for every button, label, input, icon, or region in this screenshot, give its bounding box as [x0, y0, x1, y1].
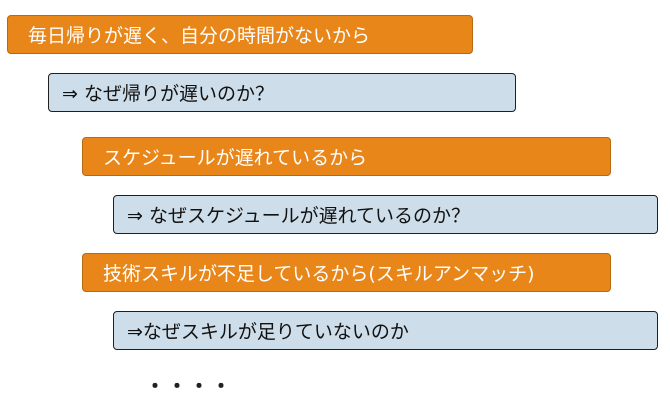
question-box-2: ⇒ なぜスケジュールが遅れているのか？	[113, 195, 658, 234]
reason-box-1: 毎日帰りが遅く、自分の時間がないから	[7, 15, 473, 54]
question-text-1: ⇒ なぜ帰りが遅いのか？	[62, 83, 274, 105]
question-box-3: ⇒なぜスキルが足りていないのか	[113, 311, 658, 350]
reason-text-3: 技術スキルが不足しているから(スキルアンマッチ)	[103, 263, 535, 285]
question-box-1: ⇒ なぜ帰りが遅いのか？	[48, 73, 516, 112]
reason-text-1: 毎日帰りが遅く、自分の時間がないから	[28, 25, 371, 47]
continuation-ellipsis: ・・・・	[145, 374, 233, 398]
question-text-3: ⇒なぜスキルが足りていないのか	[127, 321, 409, 343]
reason-box-3: 技術スキルが不足しているから(スキルアンマッチ)	[82, 253, 611, 292]
reason-box-2: スケジュールが遅れているから	[82, 137, 611, 176]
reason-text-2: スケジュールが遅れているから	[103, 147, 368, 169]
question-text-2: ⇒ なぜスケジュールが遅れているのか？	[127, 205, 471, 227]
